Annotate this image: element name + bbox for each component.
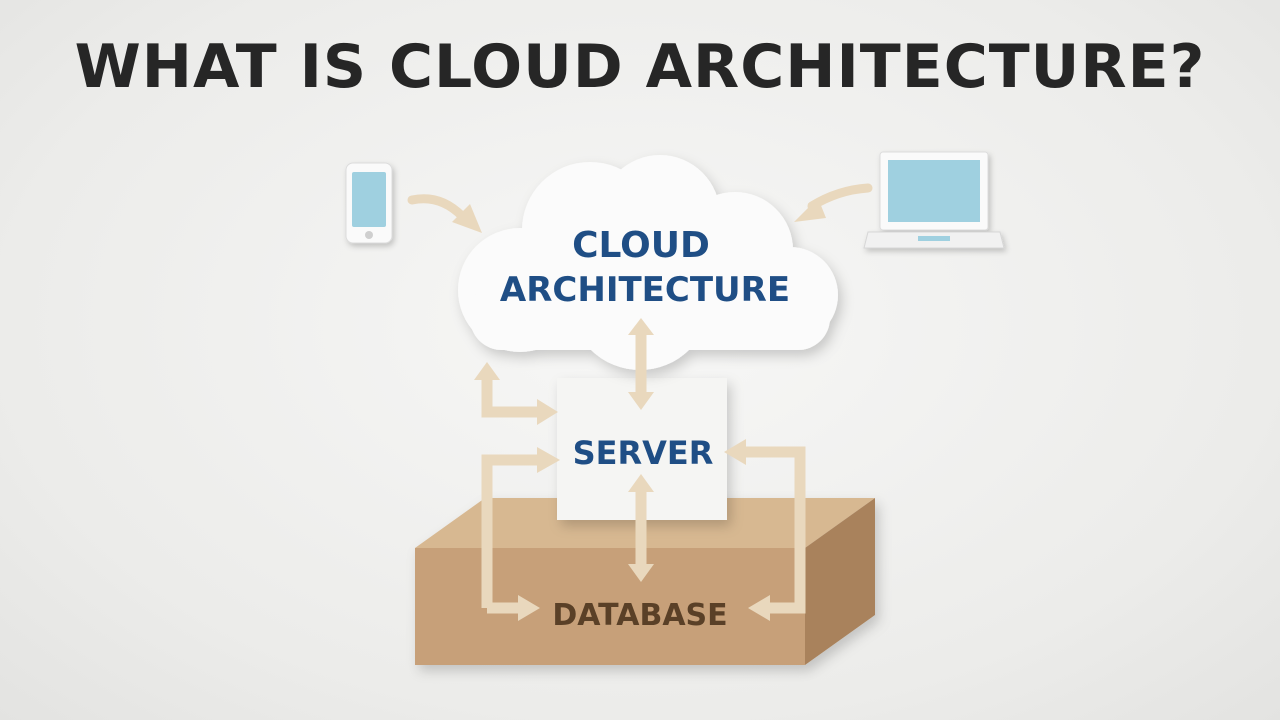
smartphone-icon [345, 162, 393, 244]
laptop-icon [863, 151, 1005, 249]
database-label: DATABASE [552, 598, 727, 633]
database-box-front [415, 548, 805, 665]
arrow-database-to-server-left [481, 454, 540, 608]
cloud-label-line1: CLOUD [572, 225, 710, 266]
server-label: SERVER [573, 434, 714, 472]
cloud-shape [458, 155, 838, 370]
arrow-right-loop [742, 446, 806, 614]
arrow-cloud-to-server-left [481, 375, 540, 418]
arrow-laptop-to-cloud [794, 183, 873, 222]
cloud-label-line2: ARCHITECTURE [500, 270, 790, 310]
arrow-phone-to-cloud [407, 194, 482, 233]
page-title: WHAT IS CLOUD ARCHITECTURE? [74, 32, 1206, 102]
database-box-side [805, 498, 875, 665]
